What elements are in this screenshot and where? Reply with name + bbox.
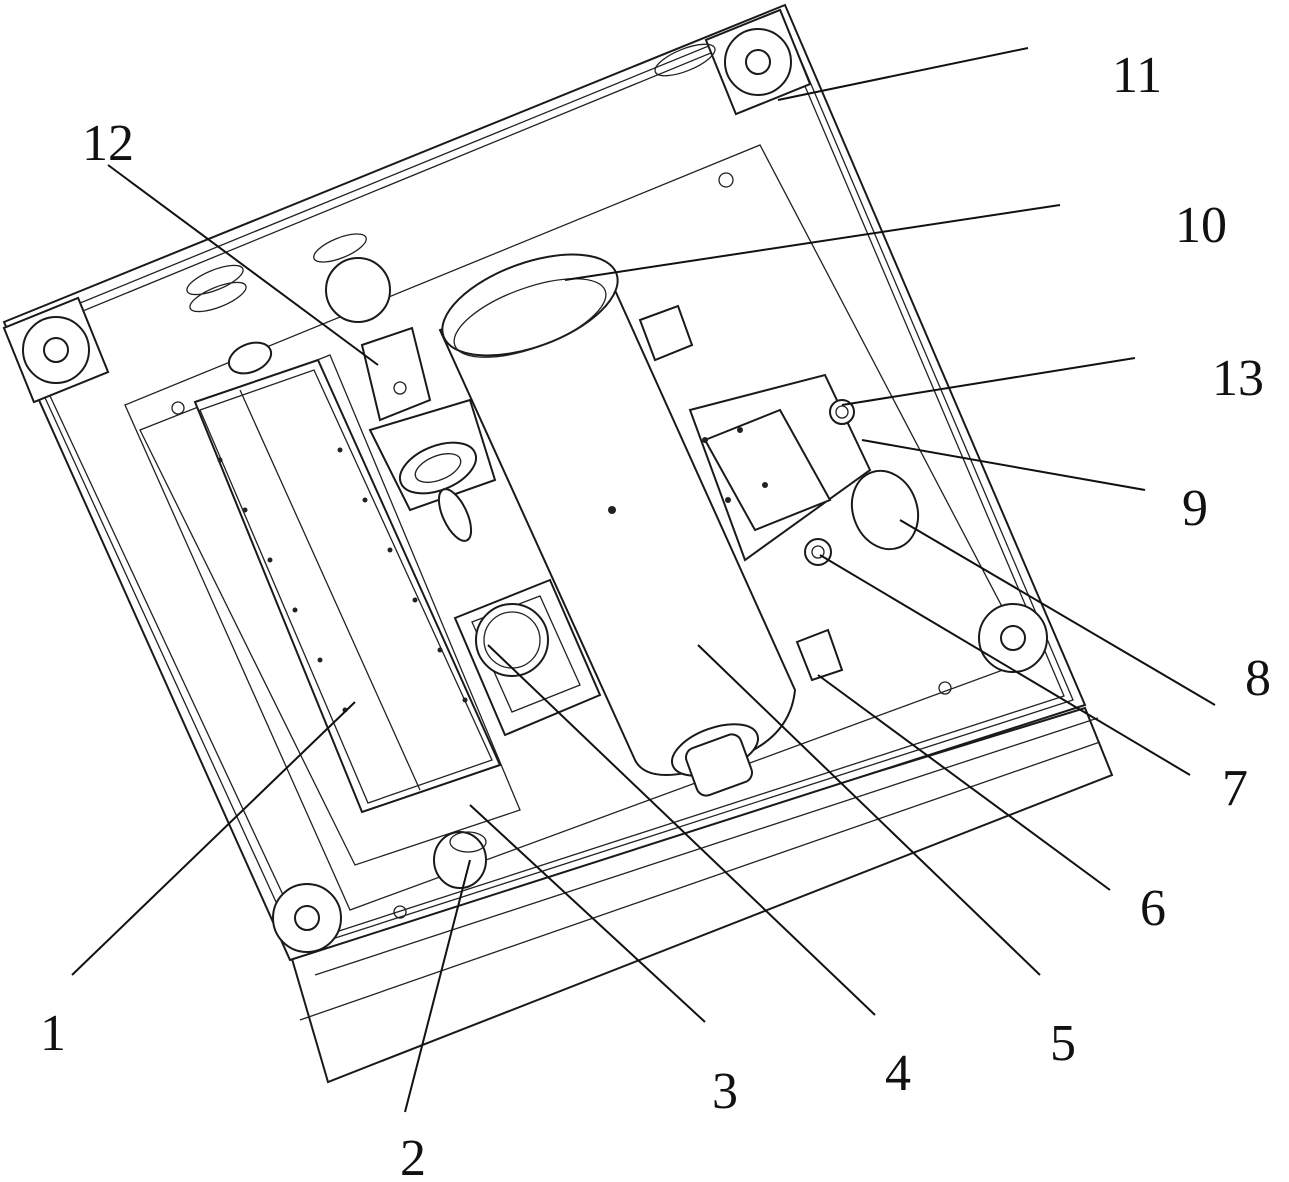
callout-9: 9 (1182, 480, 1208, 537)
leader-6 (817, 674, 1111, 891)
plate-holes (171, 43, 952, 919)
callout-2: 2 (400, 1130, 426, 1182)
callout-6: 6 (1140, 880, 1166, 937)
leader-5 (697, 644, 1041, 976)
right-assembly (638, 304, 920, 682)
part-5-canister (438, 253, 797, 797)
callout-11: 11 (1112, 47, 1162, 104)
foot-top-left (2, 296, 110, 404)
leader-11 (777, 47, 1029, 101)
callout-8: 8 (1245, 650, 1271, 707)
leader-1 (71, 701, 356, 976)
callout-13: 13 (1212, 350, 1264, 407)
part-1-controller-box (193, 341, 502, 814)
callout-12: 12 (82, 115, 134, 172)
callout-7: 7 (1222, 760, 1248, 817)
leader-2 (404, 859, 471, 1113)
leader-10 (564, 204, 1061, 281)
callout-4: 4 (885, 1045, 911, 1102)
part-4-small-motor (475, 603, 549, 677)
callout-labels: 1 2 3 4 5 6 7 8 9 10 11 12 13 (40, 47, 1271, 1182)
corner-feet (2, 8, 1048, 953)
leader-7 (819, 554, 1191, 776)
leader-12 (107, 164, 379, 366)
foot-bottom-right (978, 603, 1048, 673)
callout-10: 10 (1175, 197, 1227, 254)
part-8-cap (850, 469, 920, 551)
callout-3: 3 (712, 1063, 738, 1120)
part-7-fitting (804, 538, 832, 566)
leader-8 (899, 519, 1216, 706)
callout-5: 5 (1050, 1015, 1076, 1072)
leader-3 (469, 804, 706, 1023)
part-2-post (433, 831, 487, 889)
part-6-block (795, 628, 844, 682)
callout-1: 1 (40, 1005, 66, 1062)
foot-bottom-left (272, 883, 342, 953)
leader-13 (841, 357, 1136, 406)
leader-lines (71, 47, 1216, 1113)
leader-4 (487, 644, 876, 1016)
board-rivets (217, 447, 468, 713)
foot-top-right (704, 8, 812, 116)
part-13-fitting (829, 399, 855, 425)
leader-9 (861, 439, 1146, 491)
part-12-valve (325, 257, 497, 542)
